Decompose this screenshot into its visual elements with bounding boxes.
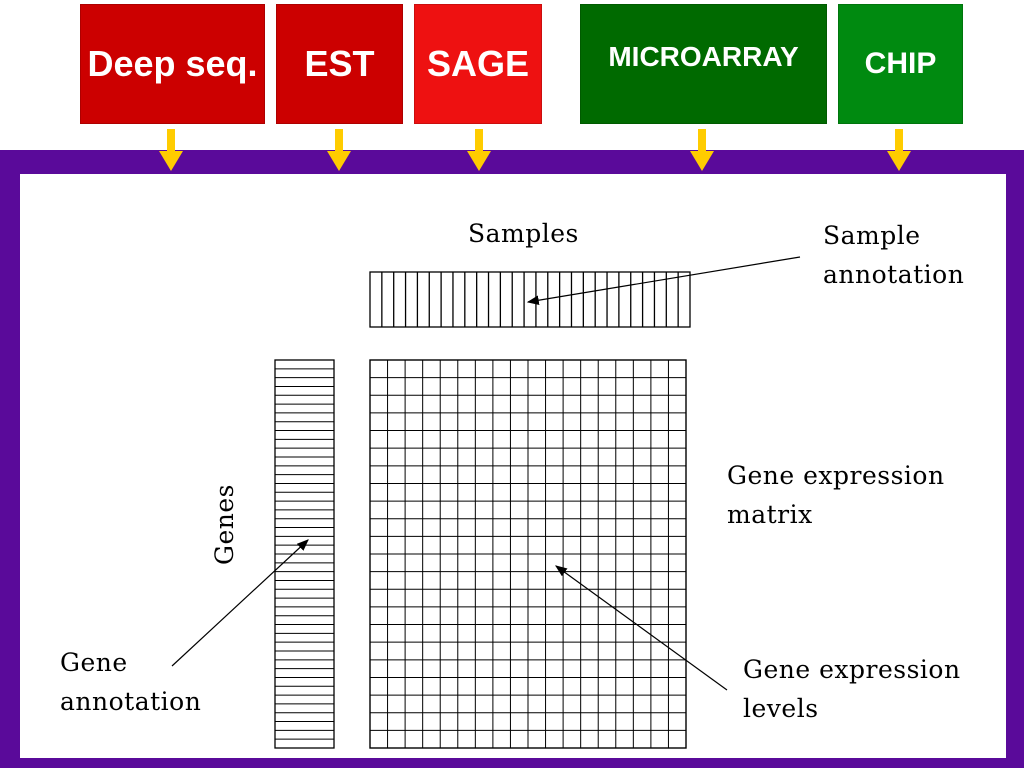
sample-annotation-pointer — [526, 256, 801, 305]
down-arrow-icon — [327, 129, 351, 171]
sample-annotation-strip — [369, 271, 691, 328]
expression-levels-label: Gene expression levels — [743, 655, 961, 723]
sample-annotation-border — [369, 271, 691, 328]
down-arrow-icon — [690, 129, 714, 171]
method-box-chip: CHIP — [838, 4, 963, 124]
expression-levels-pointer — [555, 565, 728, 691]
gene-annotation-pointer — [171, 539, 309, 667]
method-label-est: EST — [304, 43, 375, 84]
method-label-deep-seq: Deep seq. — [87, 43, 258, 84]
method-label-microarray: MICROARRAY — [608, 41, 799, 72]
genes-label: Genes — [210, 484, 239, 565]
down-arrow-icon — [467, 129, 491, 171]
sample-annotation-label: Sample annotation — [823, 221, 965, 289]
method-box-deep-seq: Deep seq. — [80, 4, 265, 124]
matrix-label: Gene expression matrix — [727, 461, 945, 529]
down-arrow-icon — [887, 129, 911, 171]
method-label-chip: CHIP — [864, 47, 937, 80]
method-box-est: EST — [276, 4, 403, 124]
method-box-microarray: MICROARRAY — [580, 4, 827, 124]
gene-annotation-label: Gene annotation — [60, 648, 202, 716]
down-arrow-icon — [159, 129, 183, 171]
method-label-sage: SAGE — [426, 43, 530, 84]
expression-matrix-grid — [369, 359, 687, 749]
gene-annotation-strip — [274, 359, 335, 749]
method-box-sage: SAGE — [414, 4, 542, 124]
samples-label: Samples — [468, 219, 579, 248]
